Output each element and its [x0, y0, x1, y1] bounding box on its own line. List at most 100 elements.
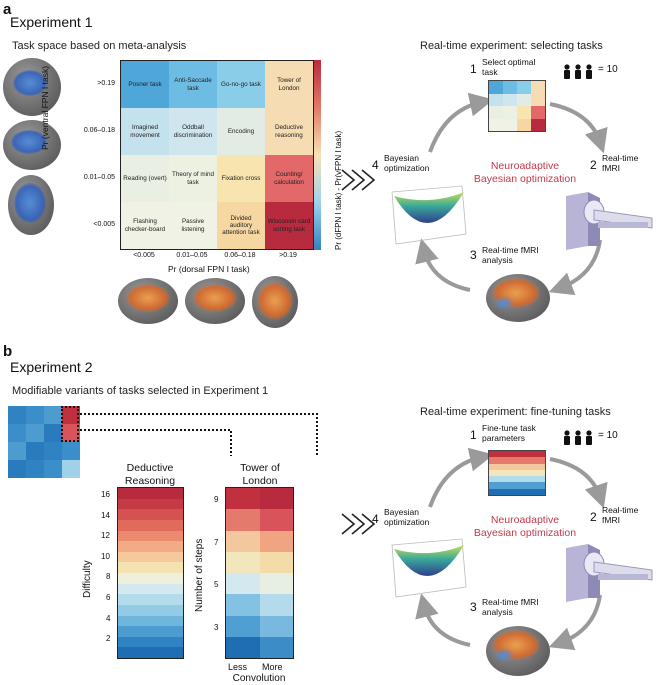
- tower-title: Tower of London: [240, 462, 280, 487]
- mini-matrix-cell: [503, 81, 517, 94]
- y-axis-title: Pr (ventral FPN I task): [40, 65, 50, 150]
- difficulty-tick: 8: [106, 572, 111, 582]
- colorbar: [314, 60, 321, 250]
- center-label-a: Neuroadaptive Bayesian optimization: [473, 160, 577, 186]
- difficulty-level: [118, 530, 183, 542]
- step-b-1-label: Fine-tune task parameters: [482, 423, 536, 443]
- task-cell: Wisconsin card sorting task: [265, 202, 313, 249]
- step-a-3-num: 3: [470, 248, 477, 262]
- steps-tick: 9: [214, 495, 219, 504]
- selected-matrix-cell: [44, 442, 62, 460]
- difficulty-level: [118, 573, 183, 584]
- people-icon-a: [564, 64, 592, 79]
- brain-dorsal-top: [252, 276, 298, 328]
- task-cell: Encoding: [217, 108, 265, 155]
- panel-b-letter: b: [3, 343, 13, 360]
- mini-matrix-cell: [531, 93, 545, 106]
- participants-b: = 10: [598, 430, 618, 441]
- selected-matrix-cell: [44, 460, 62, 478]
- panel-a-title: Experiment 1: [10, 14, 93, 30]
- difficulty-tick: 14: [101, 510, 110, 520]
- step-b-1-num: 1: [470, 428, 477, 442]
- convolution-tick-more: More: [262, 662, 283, 672]
- mini-matrix-cell: [517, 118, 531, 131]
- difficulty-level: [118, 488, 183, 499]
- deductive-title: Deductive Reasoning: [124, 462, 176, 487]
- tower-cell: [259, 636, 293, 658]
- task-cell: Theory of mind task: [169, 155, 217, 202]
- panel-a-subtitle: Task space based on meta-analysis: [12, 40, 187, 52]
- mini-matrix-cell: [517, 81, 531, 94]
- difficulty-level: [118, 626, 183, 637]
- mini-matrix-cell: [531, 81, 545, 94]
- brain-ventral-top: [8, 175, 54, 235]
- realtime-a-title: Real-time experiment: selecting tasks: [420, 40, 603, 52]
- x-axis-title: Pr (dorsal FPN I task): [168, 264, 250, 274]
- tower-cell: [226, 530, 260, 552]
- selected-matrix-cell: [8, 442, 26, 460]
- task-cell: Deductive reasoning: [265, 108, 313, 155]
- steps-tick: 5: [214, 580, 219, 589]
- chevrons-icon-a: [341, 169, 376, 191]
- selected-matrix-cell: [26, 442, 44, 460]
- step-a-1-label: Select optimal task: [482, 57, 536, 77]
- bayes-surface-b: [391, 538, 467, 598]
- step-a-4-label: Bayesian optimization: [384, 153, 430, 173]
- selected-task-matrix: [8, 406, 80, 478]
- bayes-surface-a: [391, 185, 467, 245]
- step-b-2-num: 2: [590, 510, 597, 524]
- convolution-tick-less: Less: [228, 662, 248, 672]
- difficulty-level: [118, 583, 183, 595]
- chevrons-icon-b: [341, 513, 376, 535]
- mini-matrix-cell: [531, 118, 545, 131]
- row-label-2: 0.06–0.18: [83, 127, 115, 134]
- difficulty-level: [118, 636, 183, 648]
- difficulty-level: [118, 604, 183, 616]
- difficulty-tick: 16: [101, 490, 110, 499]
- steps-tick: 3: [214, 622, 219, 632]
- selected-matrix-cell: [8, 406, 26, 424]
- task-cell: Flashing checker-board: [121, 202, 169, 249]
- selected-matrix-cell: [62, 406, 80, 424]
- task-cell: Divided auditory attention task: [217, 202, 265, 249]
- steps-tick: 7: [214, 537, 219, 547]
- selected-matrix-cell: [26, 406, 44, 424]
- tower-cell: [226, 636, 260, 658]
- difficulty-level: [118, 647, 183, 658]
- task-cell: Go-no-go task: [217, 61, 265, 108]
- scanner-icon-a: [566, 192, 653, 250]
- center-label-b: Neuroadaptive Bayesian optimization: [473, 514, 577, 540]
- tower-cell: [259, 573, 293, 595]
- cycle-arrows-b: [415, 447, 608, 651]
- brain-ventral-medial: [3, 120, 61, 170]
- difficulty-level: [118, 519, 183, 531]
- task-cell: Oddball discrimination: [169, 108, 217, 155]
- people-icon-b: [564, 430, 592, 445]
- step-a-1-num: 1: [470, 62, 477, 76]
- task-cell: Fixation cross: [217, 155, 265, 202]
- tune-level: [489, 469, 545, 477]
- difficulty-level: [118, 615, 183, 627]
- step-b-3-label: Real-time fMRI analysis: [482, 597, 539, 617]
- tower-cell: [259, 594, 293, 616]
- step-a-2-label: Real-time fMRI: [602, 153, 639, 173]
- tower-cell: [226, 551, 260, 573]
- tower-cell: [226, 573, 260, 595]
- mini-matrix-cell: [517, 93, 531, 106]
- brain-ventral-lateral: [3, 58, 61, 116]
- panel-b-title: Experiment 2: [10, 359, 93, 375]
- difficulty-label: Difficulty: [82, 560, 93, 598]
- brain-dorsal-lateral: [118, 278, 178, 324]
- mini-tune-grid: [488, 450, 546, 496]
- tower-cell: [226, 488, 260, 510]
- selected-matrix-cell: [44, 424, 62, 442]
- selected-matrix-cell: [8, 424, 26, 442]
- tower-cell: [259, 530, 293, 552]
- step-a-2-num: 2: [590, 158, 597, 172]
- brain-dorsal-medial: [185, 278, 245, 324]
- cycle-arrows-a: [415, 92, 608, 296]
- tune-level: [489, 482, 545, 489]
- mini-matrix-cell: [489, 93, 503, 106]
- difficulty-level: [118, 594, 183, 605]
- step-b-3-num: 3: [470, 600, 477, 614]
